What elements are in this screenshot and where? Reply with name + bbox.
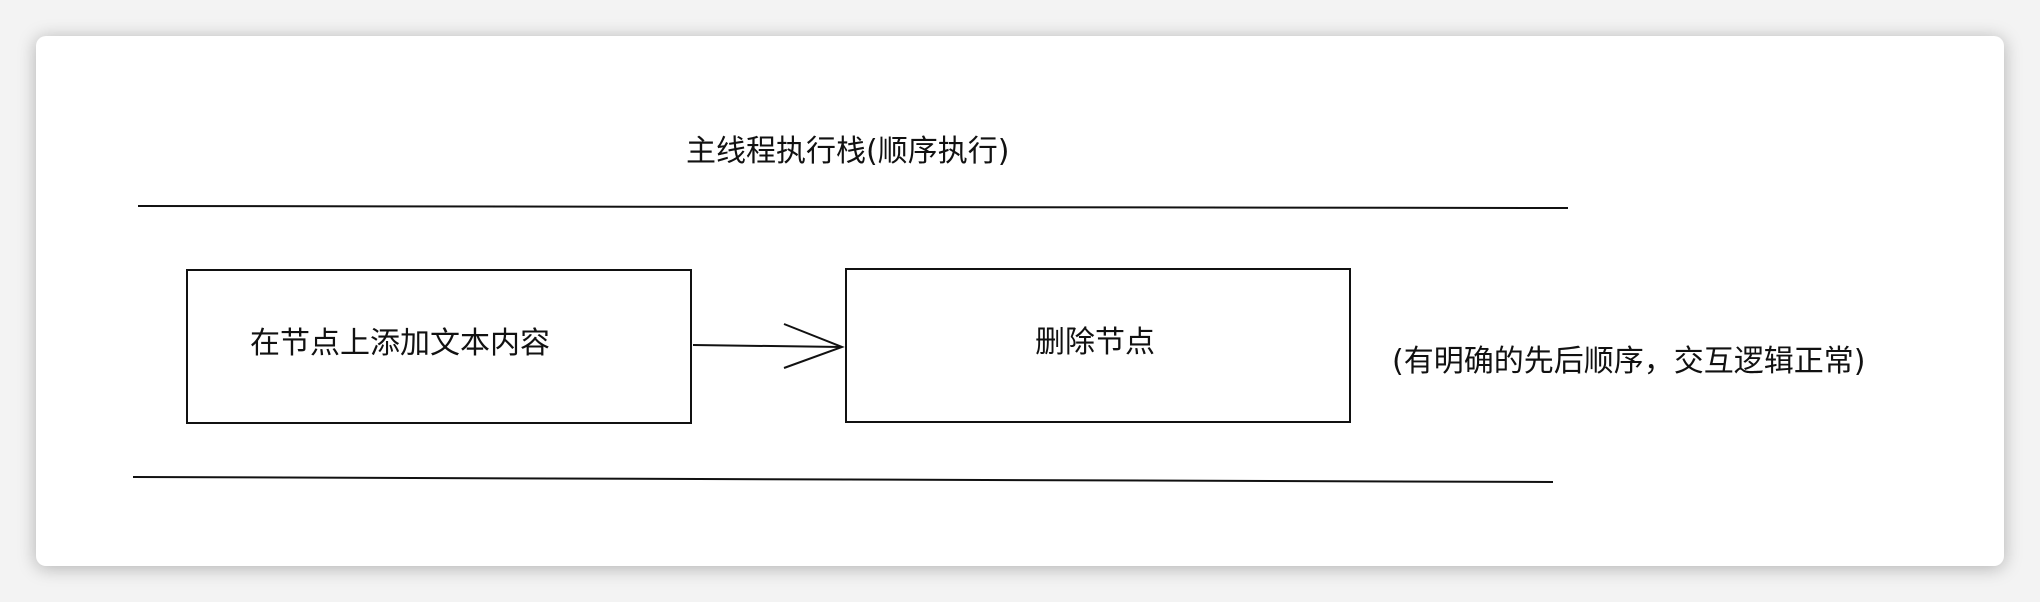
diagram-title: 主线程执行栈(顺序执行) xyxy=(686,134,1010,169)
flow-arrow xyxy=(692,323,845,369)
sequence-note: (有明确的先后顺序，交互逻辑正常) xyxy=(1392,344,1866,379)
step-add-text-label: 在节点上添加文本内容 xyxy=(250,326,550,361)
step-add-text-node[interactable]: 在节点上添加文本内容 xyxy=(186,269,692,424)
arrow-shaft xyxy=(692,344,843,348)
arrow-head xyxy=(783,323,845,369)
top-lane-line xyxy=(137,205,1569,209)
bottom-lane-line xyxy=(132,476,1554,483)
step-delete-node[interactable]: 删除节点 xyxy=(845,268,1351,423)
step-delete-label: 删除节点 xyxy=(1035,325,1155,360)
